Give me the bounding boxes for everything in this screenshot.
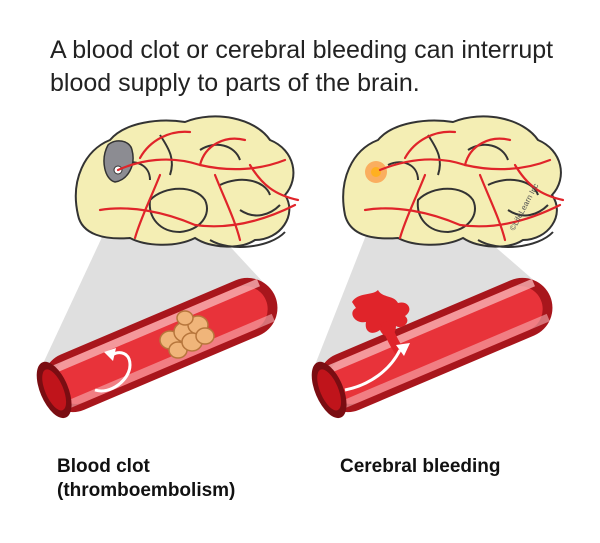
right-flow-arrowhead xyxy=(396,343,410,356)
caption-blood-clot: Blood clot (thromboembolism) xyxy=(57,455,235,503)
hemorrhage-site-marker xyxy=(371,167,381,177)
ischemic-area xyxy=(103,140,134,183)
left-flow-arrow xyxy=(94,351,132,393)
right-flow-arrow xyxy=(344,349,402,392)
blood-clot xyxy=(159,310,215,359)
caption-line: Blood clot xyxy=(57,456,150,477)
right-brain-arteries xyxy=(363,130,565,242)
left-brain-arteries xyxy=(98,130,300,242)
page-title: A blood clot or cerebral bleeding can in… xyxy=(50,36,554,97)
left-brain xyxy=(74,115,295,248)
right-brain xyxy=(342,115,562,248)
left-flow-arrowhead xyxy=(104,348,116,361)
caption-line: Cerebral bleeding xyxy=(340,456,501,477)
caption-line: (thromboembolism) xyxy=(57,480,236,501)
left-zoom-cone xyxy=(40,220,275,370)
caption-cerebral-bleeding: Cerebral bleeding xyxy=(340,455,501,479)
hemorrhage-blood xyxy=(352,290,410,337)
